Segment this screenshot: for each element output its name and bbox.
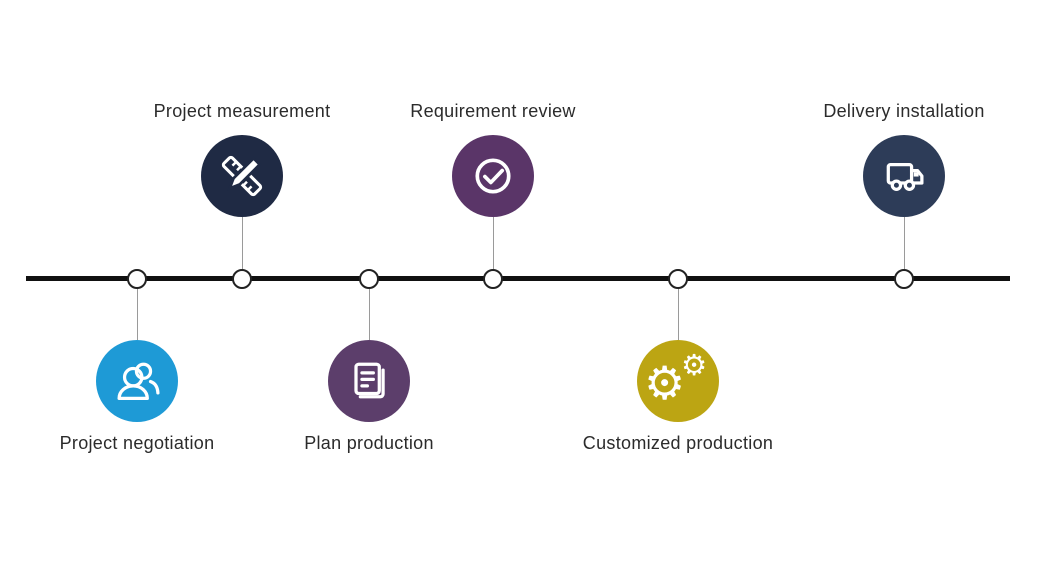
connector-line xyxy=(677,288,679,340)
timeline-marker xyxy=(483,269,503,289)
step-bubble xyxy=(328,340,410,422)
connector-line xyxy=(492,217,494,269)
check-circle-icon xyxy=(475,158,511,194)
gear-small-icon: ⚙ xyxy=(681,348,707,382)
pencil-shape xyxy=(227,156,262,191)
timeline-marker xyxy=(359,269,379,289)
timeline-marker xyxy=(232,269,252,289)
step-label: Plan production xyxy=(304,433,434,453)
gears-icon: ⚙ ⚙ xyxy=(637,340,719,422)
gear-large-icon: ⚙ xyxy=(644,356,686,410)
people-icon xyxy=(117,362,160,400)
step-label: Customized production xyxy=(582,433,774,453)
connector-line xyxy=(368,288,370,340)
connector-line xyxy=(241,217,243,269)
step-bubble xyxy=(201,135,283,217)
step-bubble xyxy=(96,340,178,422)
truck-wheel xyxy=(903,179,916,191)
timeline-marker xyxy=(127,269,147,289)
connector-line xyxy=(903,217,905,269)
step-bubble xyxy=(452,135,534,217)
truck-wheel xyxy=(890,179,903,191)
step-bubble: ⚙ ⚙ xyxy=(637,340,719,422)
step-label: Delivery installation xyxy=(823,101,985,121)
truck-icon xyxy=(886,163,924,191)
timeline-axis xyxy=(26,276,1010,281)
timeline-marker xyxy=(668,269,688,289)
step-label: Requirement review xyxy=(410,101,576,121)
document-icon xyxy=(354,362,385,399)
step-bubble xyxy=(863,135,945,217)
step-label: Project negotiation xyxy=(59,433,215,453)
ruler-pencil-icon xyxy=(221,155,263,197)
connector-line xyxy=(136,288,138,340)
step-label: Project measurement xyxy=(153,101,331,121)
timeline-marker xyxy=(894,269,914,289)
